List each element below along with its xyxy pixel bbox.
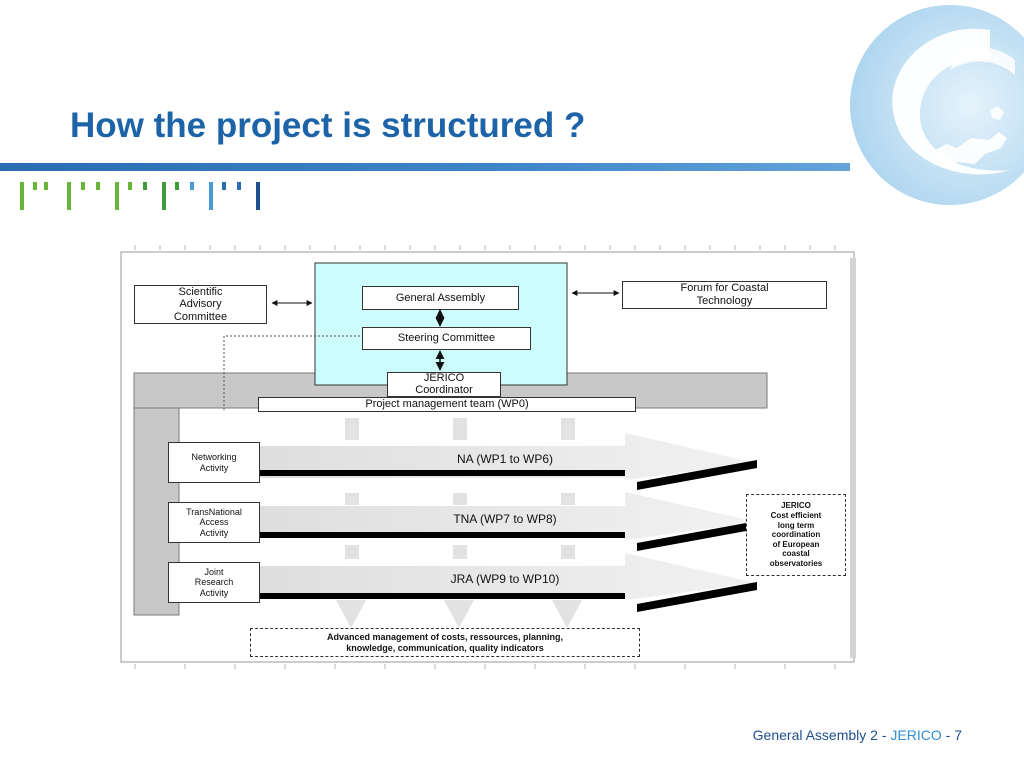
- ribbon-jra: [255, 553, 757, 612]
- footer-page-number: 7: [954, 727, 962, 743]
- footer-event: General Assembly 2: [752, 727, 878, 743]
- footer-project: JERICO: [890, 727, 942, 743]
- general-assembly-box: General Assembly: [362, 286, 519, 310]
- outcome-box: JERICO Cost efficient long term coordina…: [746, 494, 846, 576]
- slide-title: How the project is structured ?: [70, 106, 586, 145]
- title-rule: [0, 163, 850, 171]
- ribbon-label-na: NA (WP1 to WP6): [456, 452, 554, 466]
- steering-committee-box: Steering Committee: [362, 327, 531, 350]
- decorative-bars: [20, 182, 270, 212]
- activity-box-networking: Networking Activity: [168, 442, 260, 483]
- scientific-advisory-box: Scientific Advisory Committee: [134, 285, 267, 324]
- footer-separator: -: [877, 727, 891, 743]
- footer-separator: -: [941, 727, 955, 743]
- coordinator-box: JERICO Coordinator: [387, 372, 501, 397]
- activity-box-transnational: TransNational Access Activity: [168, 502, 260, 543]
- slide-footer: General Assembly 2 - JERICO - 7: [753, 727, 962, 743]
- forum-coastal-technology-box: Forum for Coastal Technology: [622, 281, 827, 309]
- jerico-logo-icon: [850, 5, 1024, 205]
- ribbon-tna: [255, 492, 757, 551]
- ribbon-label-tna: TNA (WP7 to WP8): [453, 512, 557, 526]
- project-management-box: Project management team (WP0): [258, 397, 636, 412]
- advanced-management-box: Advanced management of costs, ressources…: [250, 628, 640, 657]
- ribbon-na: [255, 433, 757, 490]
- activity-box-research: Joint Research Activity: [168, 562, 260, 603]
- ribbon-label-jra: JRA (WP9 to WP10): [450, 572, 560, 586]
